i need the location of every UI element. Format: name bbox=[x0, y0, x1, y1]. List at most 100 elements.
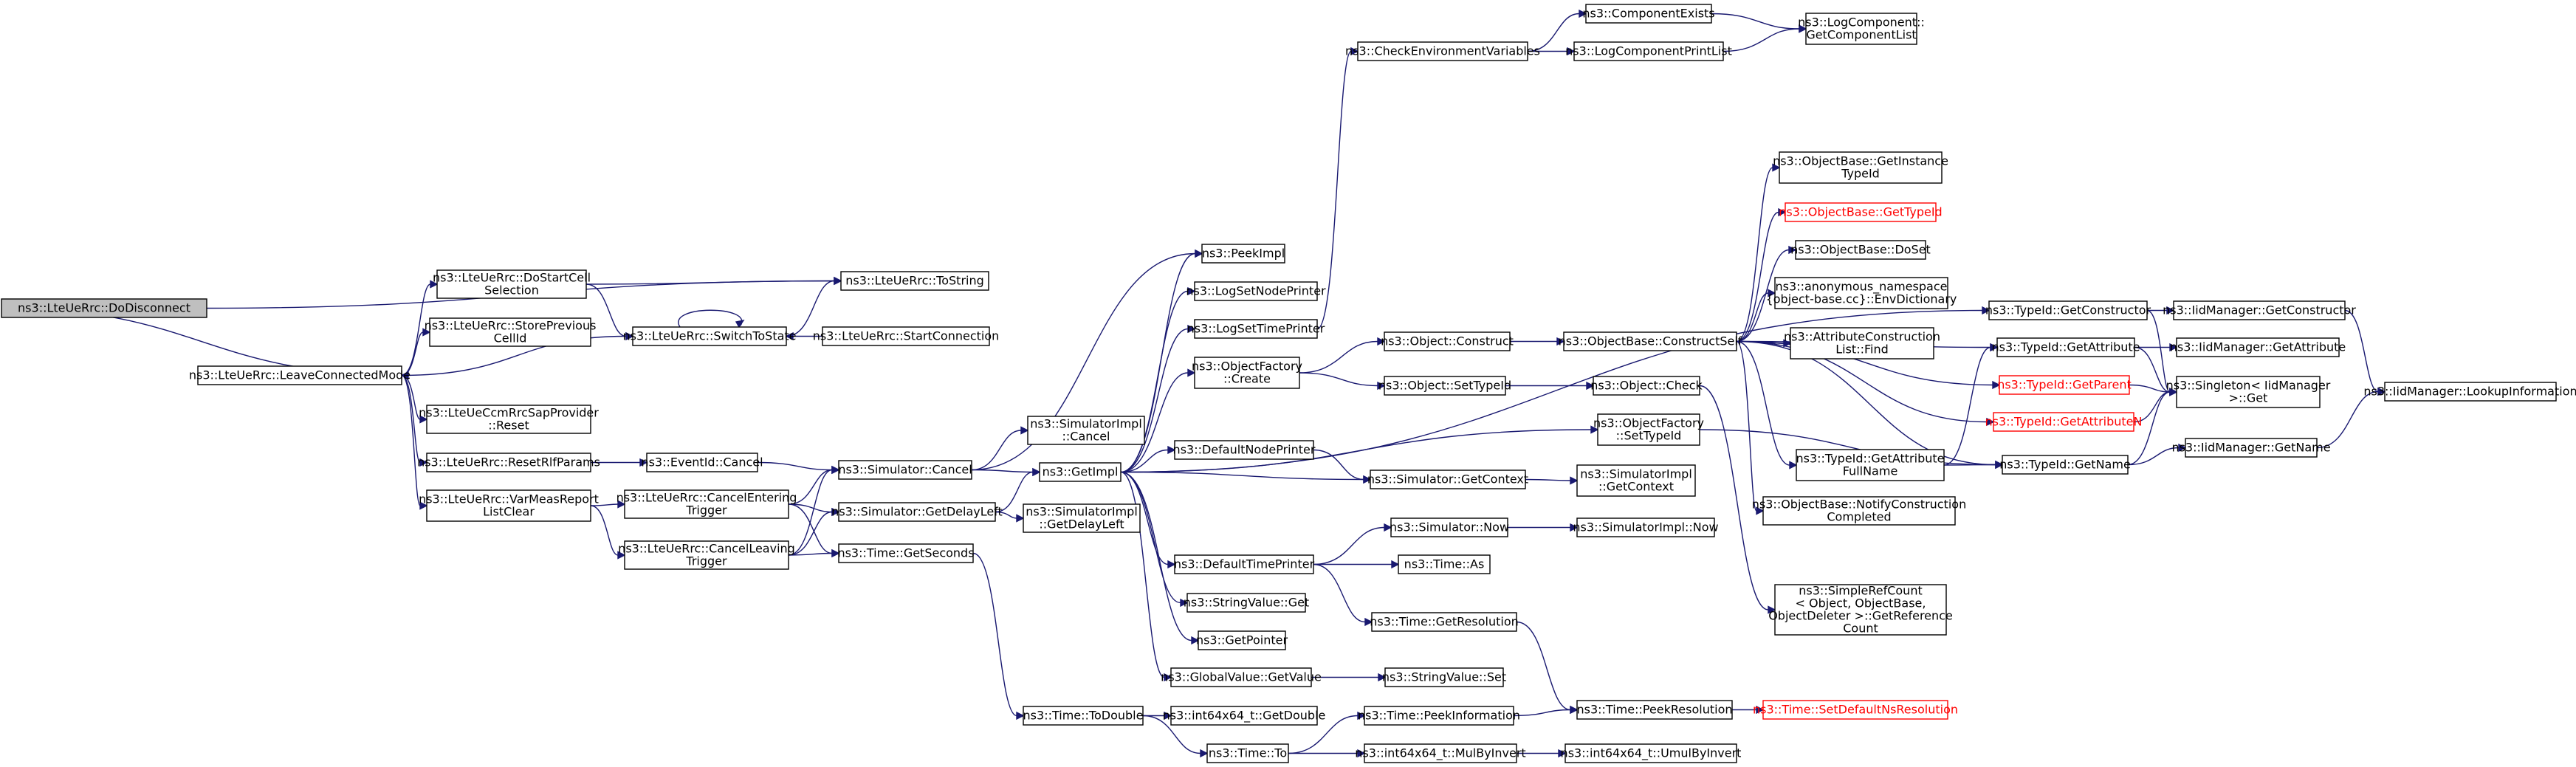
node-label: ns3::StringValue::Set bbox=[1382, 670, 1506, 684]
edge-cancelleaving-to-simcancel bbox=[788, 465, 840, 556]
graph-node-resetrlf[interactable]: ns3::LteUeRrc::ResetRlfParams bbox=[417, 453, 600, 472]
graph-node-factorysettypeid[interactable]: ns3::ObjectFactory::SetTypeId bbox=[1593, 413, 1704, 446]
graph-node-notifyconstruction[interactable]: ns3::ObjectBase::NotifyConstructionCompl… bbox=[1752, 496, 1966, 526]
node-label: ns3::int64x64_t::MulByInvert bbox=[1355, 746, 1525, 761]
graph-node-getdelayleft[interactable]: ns3::Simulator::GetDelayLeft bbox=[831, 502, 1003, 522]
graph-node-peekimpl[interactable]: ns3::PeekImpl bbox=[1201, 244, 1285, 264]
graph-node-singleton[interactable]: ns3::Singleton< IidManager>::Get bbox=[2166, 376, 2331, 408]
node-label: ::SetTypeId bbox=[1616, 429, 1682, 443]
graph-node-objcheck[interactable]: ns3::Object::Check bbox=[1590, 376, 1703, 396]
graph-node-getresolution[interactable]: ns3::Time::GetResolution bbox=[1370, 612, 1519, 632]
node-label: ns3::Simulator::GetDelayLeft bbox=[831, 505, 1003, 519]
graph-node-simnow[interactable]: ns3::Simulator::Now bbox=[1390, 517, 1509, 537]
graph-node-iid-getattribute[interactable]: ns3::IidManager::GetAttribute bbox=[2170, 337, 2346, 357]
graph-node-compexists[interactable]: ns3::ComponentExists bbox=[1582, 4, 1715, 24]
node-label: Trigger bbox=[685, 503, 727, 517]
graph-node-checkenv[interactable]: ns3::CheckEnvironmentVariables bbox=[1345, 41, 1540, 61]
graph-node-startconn[interactable]: ns3::LteUeRrc::StartConnection bbox=[813, 326, 1000, 346]
graph-node-getimpl[interactable]: ns3::GetImpl bbox=[1039, 462, 1122, 482]
edge-dostartcell-to-switch bbox=[585, 283, 634, 341]
graph-node-dodisconnect[interactable]: ns3::LteUeRrc::DoDisconnect bbox=[1, 298, 207, 318]
graph-node-tid-getname[interactable]: ns3::TypeId::GetName bbox=[1999, 455, 2131, 475]
graph-node-getcomplist[interactable]: ns3::LogComponent::GetComponentList bbox=[1798, 13, 1925, 45]
graph-node-tid-getconstructor[interactable]: ns3::TypeId::GetConstructor bbox=[1985, 300, 2151, 320]
graph-node-doset[interactable]: ns3::ObjectBase::DoSet bbox=[1790, 240, 1931, 260]
graph-node-iid-getconstructor[interactable]: ns3::IidManager::GetConstructor bbox=[2163, 300, 2356, 320]
node-label: Completed bbox=[1827, 510, 1891, 524]
graph-node-int64getdouble[interactable]: ns3::int64x64_t::GetDouble bbox=[1163, 706, 1326, 726]
graph-node-simimplcancel[interactable]: ns3::SimulatorImpl::Cancel bbox=[1027, 416, 1145, 445]
graph-node-tid-getparent[interactable]: ns3::TypeId::GetParent bbox=[1997, 375, 2132, 395]
graph-node-defaulttime[interactable]: ns3::DefaultTimePrinter bbox=[1174, 554, 1315, 574]
graph-node-objsettypeid[interactable]: ns3::Object::SetTypeId bbox=[1378, 376, 1511, 396]
node-label: ns3::SimulatorImpl::Now bbox=[1573, 520, 1718, 534]
graph-node-obgettypeid[interactable]: ns3::ObjectBase::GetTypeId bbox=[1779, 202, 1943, 222]
node-label: ns3::SimulatorImpl bbox=[1580, 467, 1692, 481]
graph-node-simimplnow[interactable]: ns3::SimulatorImpl::Now bbox=[1573, 517, 1719, 537]
graph-node-mulbyinvert[interactable]: ns3::int64x64_t::MulByInvert bbox=[1355, 743, 1526, 763]
graph-node-globalget[interactable]: ns3::GlobalValue::GetValue bbox=[1161, 667, 1322, 687]
node-label: ns3::ObjectFactory bbox=[1192, 360, 1302, 374]
graph-node-lognode[interactable]: ns3::LogSetNodePrinter bbox=[1186, 281, 1326, 301]
node-label: ns3::Time::PeekInformation bbox=[1358, 709, 1520, 723]
node-label: ns3::LteUeRrc::DoStartCell bbox=[433, 271, 591, 285]
graph-node-simimpldelay[interactable]: ns3::SimulatorImpl::GetDelayLeft bbox=[1023, 503, 1141, 533]
graph-node-getseconds[interactable]: ns3::Time::GetSeconds bbox=[837, 543, 975, 563]
node-label: FullName bbox=[1843, 464, 1898, 478]
graph-node-tid-getattributen[interactable]: ns3::TypeId::GetAttributeN bbox=[1985, 412, 2143, 432]
graph-node-timeas[interactable]: ns3::Time::As bbox=[1398, 554, 1491, 574]
edge-peekres-to-setdefaultres bbox=[1731, 705, 1765, 715]
graph-node-objfactorycreate[interactable]: ns3::ObjectFactory::Create bbox=[1192, 357, 1302, 389]
graph-node-envdict[interactable]: ns3::anonymous_namespace{object-base.cc}… bbox=[1766, 277, 1957, 309]
edge-tid_getname-to-singleton bbox=[2127, 388, 2178, 466]
node-label: ns3::Simulator::GetContext bbox=[1367, 472, 1528, 486]
graph-node-constructself[interactable]: ns3::ObjectBase::ConstructSelf bbox=[1559, 331, 1742, 351]
node-label: ns3::GlobalValue::GetValue bbox=[1161, 670, 1322, 684]
graph-node-peekres[interactable]: ns3::Time::PeekResolution bbox=[1576, 700, 1733, 720]
graph-node-umulbyinvert[interactable]: ns3::int64x64_t::UmulByInvert bbox=[1561, 743, 1742, 763]
graph-node-peekinfo[interactable]: ns3::Time::PeekInformation bbox=[1358, 706, 1520, 726]
graph-node-todouble[interactable]: ns3::Time::ToDouble bbox=[1023, 706, 1144, 726]
graph-node-getcontext[interactable]: ns3::Simulator::GetContext bbox=[1367, 470, 1528, 489]
graph-node-logtime[interactable]: ns3::LogSetTimePrinter bbox=[1187, 319, 1325, 339]
node-label: ::Reset bbox=[488, 419, 529, 433]
graph-node-objconstruct[interactable]: ns3::Object::Construct bbox=[1381, 331, 1514, 351]
graph-node-defaultnode[interactable]: ns3::DefaultNodePrinter bbox=[1173, 440, 1316, 460]
graph-node-tid-getattribute[interactable]: ns3::TypeId::GetAttribute bbox=[1991, 337, 2140, 357]
node-label: CellId bbox=[494, 331, 527, 345]
node-label: ns3::LteUeRrc::ResetRlfParams bbox=[417, 455, 600, 470]
node-label: ns3::Object::Check bbox=[1590, 379, 1703, 393]
node-label: ns3::GetPointer bbox=[1196, 633, 1288, 647]
node-label: Selection bbox=[484, 283, 539, 297]
graph-node-simimplcontext[interactable]: ns3::SimulatorImpl::GetContext bbox=[1576, 464, 1696, 497]
graph-node-iid-lookup[interactable]: ns3::IidManager::LookupInformation bbox=[2363, 382, 2576, 402]
edge-iid_getconstructor-to-iid_lookup bbox=[2344, 309, 2386, 396]
edge-timeto-to-mulbyinvert bbox=[1288, 749, 1366, 758]
node-label: ns3::TypeId::GetName bbox=[1999, 458, 2131, 472]
graph-node-switch[interactable]: ns3::LteUeRrc::SwitchToState bbox=[622, 326, 797, 346]
graph-node-logcompprint[interactable]: ns3::LogComponentPrintList bbox=[1565, 41, 1732, 61]
graph-node-stringset[interactable]: ns3::StringValue::Set bbox=[1382, 667, 1506, 687]
graph-node-setdefaultres[interactable]: ns3::Time::SetDefaultNsResolution bbox=[1753, 700, 1958, 720]
graph-node-cmrc[interactable]: ns3::LteUeCcmRrcSapProvider::Reset bbox=[419, 405, 599, 434]
edge-getimpl-to-lognode bbox=[1120, 286, 1196, 473]
graph-node-eventcancel[interactable]: ns3::EventId::Cancel bbox=[641, 453, 763, 472]
graph-node-tostring[interactable]: ns3::LteUeRrc::ToString bbox=[840, 271, 989, 291]
graph-node-simcancel[interactable]: ns3::Simulator::Cancel bbox=[838, 460, 972, 480]
graph-node-stringget[interactable]: ns3::StringValue::Get bbox=[1184, 593, 1309, 613]
graph-node-timeto[interactable]: ns3::Time::To bbox=[1206, 743, 1289, 763]
graph-node-iid-getname[interactable]: ns3::IidManager::GetName bbox=[2171, 438, 2331, 458]
node-label: ns3::LteUeRrc::SwitchToState bbox=[622, 329, 796, 343]
graph-node-simplerefcount[interactable]: ns3::SimpleRefCount< Object, ObjectBase,… bbox=[1768, 584, 1953, 636]
graph-node-getpointer[interactable]: ns3::GetPointer bbox=[1196, 630, 1288, 650]
edge-checkenv-to-compexists bbox=[1527, 9, 1587, 52]
graph-node-leave[interactable]: ns3::LteUeRrc::LeaveConnectedMode bbox=[189, 365, 411, 385]
